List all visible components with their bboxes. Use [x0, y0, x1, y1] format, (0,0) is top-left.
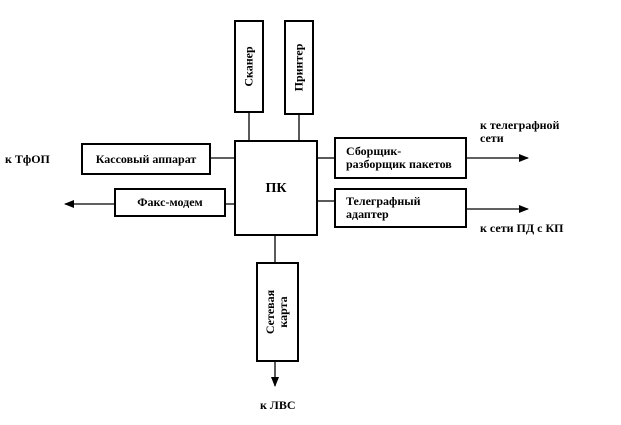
scanner-label: Сканер [241, 46, 256, 87]
printer-block: Принтер [284, 20, 314, 115]
network-card-line-2: карта [276, 296, 291, 328]
cash-register-block: Кассовый аппарат [81, 143, 211, 175]
network-card-label: Сетевая карта [264, 290, 291, 334]
telegraph-net-line-1: к телеграфной [480, 118, 560, 132]
pk-label: ПК [265, 180, 287, 196]
packet-assembler-line-1: Сборщик- [346, 144, 402, 158]
pd-net-label: к сети ПД с КП [480, 221, 564, 235]
fax-modem-block: Факс-модем [114, 188, 226, 217]
packet-assembler-label: Сборщик- разборщик пакетов [346, 145, 452, 171]
cash-register-label: Кассовый аппарат [95, 151, 197, 166]
pk-block: ПК [234, 140, 318, 236]
lan-label: к ЛВС [260, 398, 296, 412]
telegraph-adapter-line-1: Телеграфный [346, 194, 421, 208]
telegraph-net-label: к телеграфной сети [480, 119, 559, 145]
telegraph-adapter-line-2: адаптер [346, 207, 389, 221]
packet-assembler-line-2: разборщик пакетов [346, 157, 452, 171]
network-card-block: Сетевая карта [256, 262, 299, 362]
telegraph-adapter-block: Телеграфный адаптер [334, 188, 467, 228]
telegraph-net-line-2: сети [480, 131, 504, 145]
telegraph-adapter-label: Телеграфный адаптер [346, 195, 421, 221]
printer-label: Принтер [291, 43, 306, 92]
fax-modem-label: Факс-модем [137, 195, 203, 209]
packet-assembler-block: Сборщик- разборщик пакетов [334, 137, 467, 179]
tfop-label: к ТфОП [5, 152, 50, 166]
scanner-block: Сканер [234, 20, 264, 113]
